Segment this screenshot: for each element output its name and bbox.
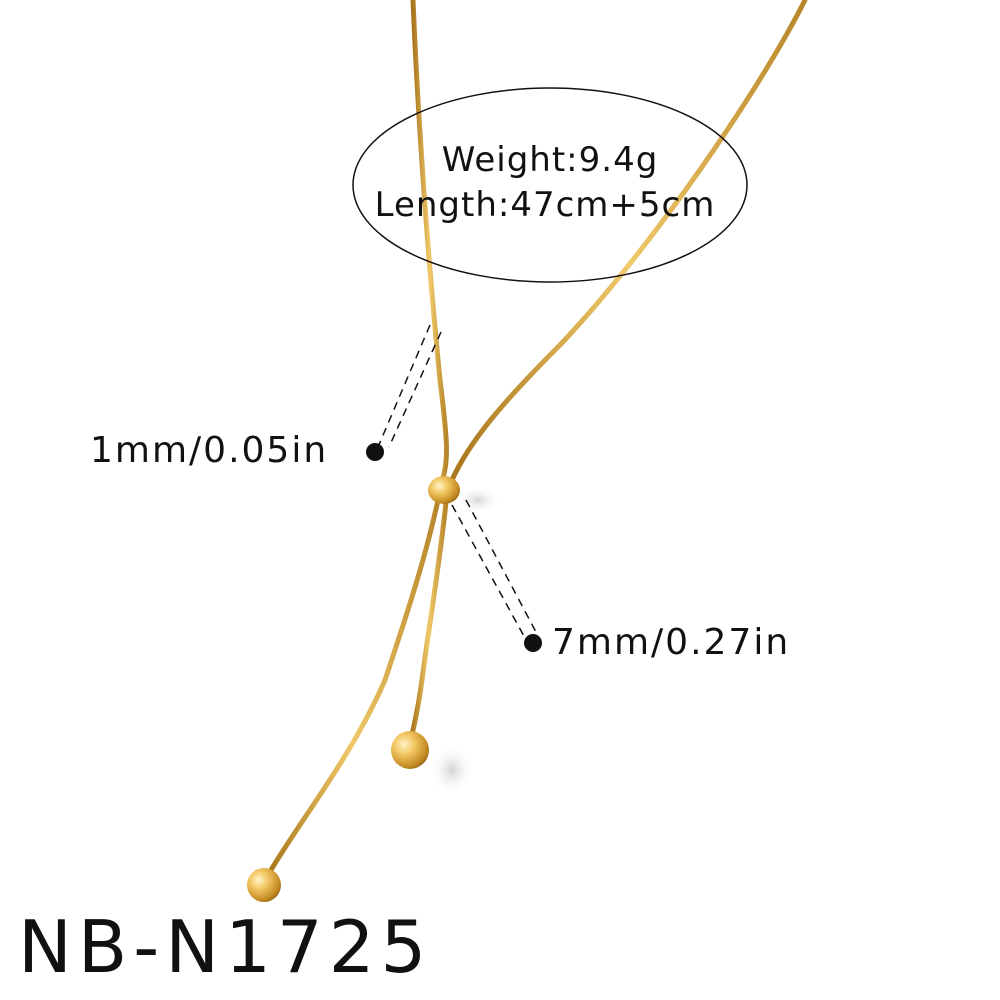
bead-shadow: [456, 486, 500, 514]
spec-callout-ellipse: [352, 87, 748, 283]
weight-label: Weight:9.4g: [441, 140, 659, 180]
chain-leader-line-2: [388, 331, 442, 448]
slider-bead: [428, 476, 460, 504]
chain-dangle-short: [409, 499, 449, 738]
bead-size-label: 7mm/0.27in: [552, 622, 791, 663]
end-ball-long: [247, 868, 281, 902]
chain-leader-line-1: [377, 324, 431, 448]
ball-shadow-mid: [430, 744, 474, 796]
product-code: NB-N1725: [18, 905, 433, 989]
chain-dangle-long: [265, 497, 441, 878]
chain-thickness-label: 1mm/0.05in: [90, 430, 329, 471]
length-label: Length:47cm+5cm: [374, 185, 716, 225]
chain-left-strand: [410, 0, 449, 483]
chain-leader-dot: [366, 443, 384, 461]
bead-leader-line-2: [465, 499, 537, 633]
end-ball-short: [391, 731, 429, 769]
chain-right-strand: [449, 0, 808, 483]
bead-leader-dot: [524, 634, 542, 652]
bead-leader-line-1: [451, 504, 526, 639]
